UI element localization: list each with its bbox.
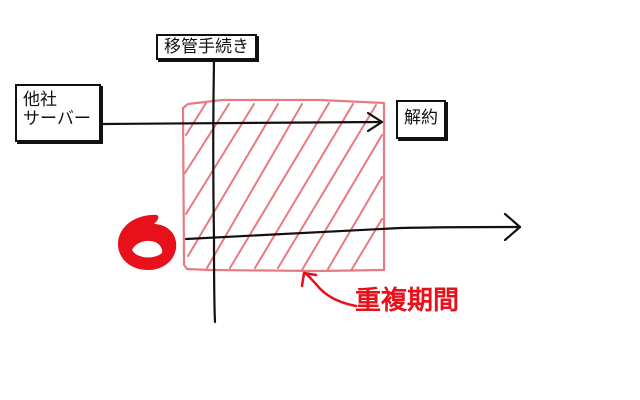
old-server-label-line2: サーバー: [23, 109, 91, 129]
old-server-arrowhead: [366, 111, 384, 133]
overlap-pointer-line: [303, 271, 358, 308]
new-server-arrowhead: [503, 212, 522, 242]
old-server-line: [100, 120, 382, 126]
old-server-label-line1: 他社: [23, 90, 57, 110]
old-server-box: 他社 サーバー: [15, 84, 101, 142]
overlap-pointer-arrowhead: [300, 271, 318, 288]
transfer-box: 移管手続き: [156, 34, 257, 60]
red-flame-logo-icon: [117, 214, 177, 270]
cancel-label: 解約: [404, 108, 438, 128]
overlap-pointer: [300, 271, 358, 308]
old-server-timeline: [100, 111, 384, 133]
new-server-timeline: [184, 212, 522, 242]
overlap-box-outline: [181, 98, 386, 273]
transfer-label: 移管手続き: [164, 37, 249, 57]
cancel-box: 解約: [396, 100, 446, 139]
overlap-hatching: [184, 102, 383, 271]
overlap-period-label: 重複期間: [355, 286, 460, 316]
overlap-area: [181, 98, 386, 273]
new-server-line: [184, 225, 522, 241]
transfer-vertical-axis: [212, 58, 217, 324]
